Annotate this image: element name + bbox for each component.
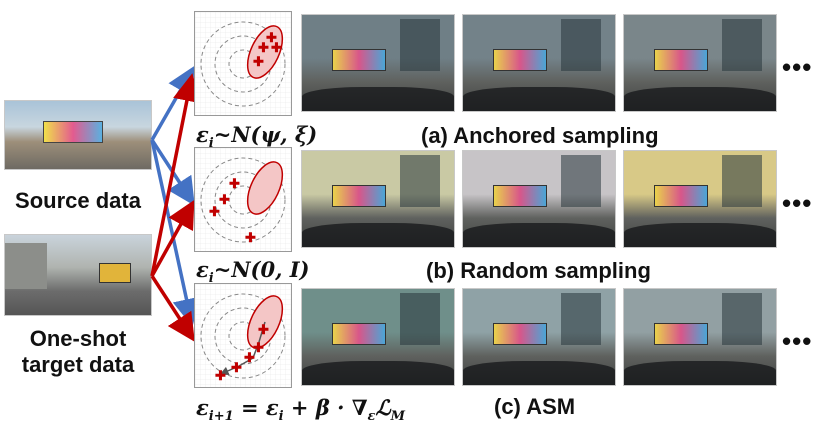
output-image-c1 (301, 288, 455, 386)
scene-truck (654, 185, 708, 207)
scene-truck (332, 323, 386, 345)
scene-car-hood (463, 361, 615, 385)
scene-building (722, 19, 762, 71)
scene-truck (493, 323, 547, 345)
scene-car-hood (302, 223, 454, 247)
arrow-source-to-c (150, 139, 201, 327)
scene-building (561, 293, 601, 345)
formula-random-text: εi~N(0, I) (196, 257, 310, 287)
svg-text:✚: ✚ (209, 204, 220, 219)
svg-text:✚: ✚ (229, 176, 240, 191)
output-image-c3 (623, 288, 777, 386)
arrow-target-to-a (150, 73, 201, 277)
scene-truck (332, 185, 386, 207)
formula-anchored: εi~N(ψ, ξ) (196, 122, 317, 151)
caption-anchored-sampling: (a) Anchored sampling (421, 123, 659, 148)
scene-car-hood (624, 223, 776, 247)
scene-truck (493, 49, 547, 71)
scene-truck (654, 49, 708, 71)
ellipsis-asm: ••• (782, 326, 813, 356)
output-row-anchored (301, 14, 777, 112)
output-row-random (301, 150, 777, 248)
source-truck (43, 121, 103, 143)
ellipsis-random: ••• (782, 188, 813, 218)
scene-building (400, 19, 440, 71)
output-image-a1 (301, 14, 455, 112)
scene-truck (654, 323, 708, 345)
scene-car-hood (302, 87, 454, 111)
output-image-b2 (462, 150, 616, 248)
output-image-b3 (623, 150, 777, 248)
output-image-b1 (301, 150, 455, 248)
scene-truck (493, 185, 547, 207)
svg-text:✚: ✚ (245, 230, 256, 245)
scene-building (400, 293, 440, 345)
output-image-c2 (462, 288, 616, 386)
scene-building (400, 155, 440, 207)
caption-random-sampling: (b) Random sampling (426, 258, 651, 283)
svg-text:✚: ✚ (253, 340, 264, 355)
target-buildings (5, 243, 47, 289)
svg-text:✚: ✚ (219, 192, 230, 207)
arrow-target-to-c (150, 275, 195, 342)
target-image (4, 234, 152, 316)
arrow-source-to-a (150, 65, 195, 141)
scene-truck (332, 49, 386, 71)
scene-building (722, 155, 762, 207)
svg-text:✚: ✚ (258, 322, 269, 337)
scene-building (722, 293, 762, 345)
output-image-a3 (623, 14, 777, 112)
sampler-random: ✚ ✚ ✚ ✚ (194, 147, 292, 252)
output-image-a2 (462, 14, 616, 112)
svg-text:✚: ✚ (253, 54, 264, 69)
scene-car-hood (463, 87, 615, 111)
sampler-asm: ✚ ✚ ✚ ✚ ✚ (194, 283, 292, 388)
sampler-anchored: ✚ ✚ ✚ ✚ (194, 11, 292, 116)
svg-text:✚: ✚ (244, 350, 255, 365)
formula-anchored-text: εi~N(ψ, ξ) (196, 122, 318, 152)
formula-asm-text: εi+1 = εi + β · ∇εℒM (196, 395, 405, 425)
svg-text:✚: ✚ (231, 360, 242, 375)
scene-car-hood (463, 223, 615, 247)
scene-car-hood (624, 361, 776, 385)
source-data-label: Source data (15, 188, 141, 213)
formula-random: εi~N(0, I) (196, 257, 309, 286)
output-row-asm (301, 288, 777, 386)
arrow-source-to-b (150, 139, 195, 206)
ellipsis-anchored: ••• (782, 52, 813, 82)
source-image (4, 100, 152, 170)
target-data-label: One-shot target data (21, 326, 135, 377)
svg-text:✚: ✚ (258, 40, 269, 55)
target-car (99, 263, 131, 283)
arrow-target-to-b (150, 199, 195, 277)
scene-building (561, 19, 601, 71)
svg-text:✚: ✚ (266, 30, 277, 45)
svg-text:✚: ✚ (215, 368, 226, 383)
formula-asm: εi+1 = εi + β · ∇εℒM (196, 395, 405, 424)
caption-asm: (c) ASM (494, 394, 576, 419)
svg-text:✚: ✚ (271, 40, 282, 55)
scene-building (561, 155, 601, 207)
scene-car-hood (302, 361, 454, 385)
scene-car-hood (624, 87, 776, 111)
